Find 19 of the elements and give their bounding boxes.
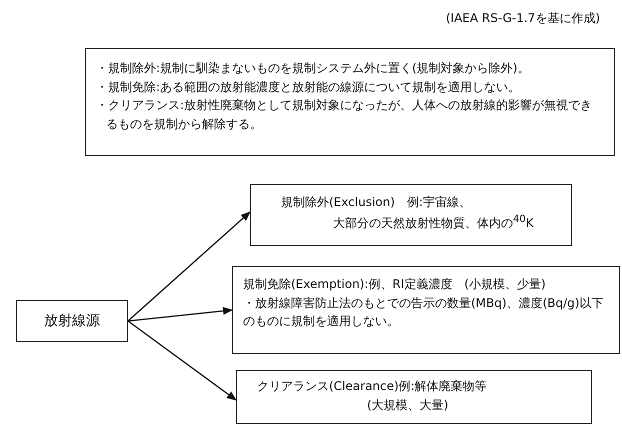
box-text: ・規制免除:ある範囲の放射能濃度と放射能の線源について規制を適用しない。 bbox=[96, 78, 522, 96]
arrow bbox=[128, 320, 237, 401]
box-text: 放射線源 bbox=[43, 312, 101, 331]
box-text: ・規制除外:規制に馴染まないものを規制システム外に置く(規制対象から除外)。 bbox=[96, 60, 530, 77]
box-text: クリアランス(Clearance)例:解体廃棄物等 bbox=[257, 378, 488, 395]
box-text: (大規模、大量) bbox=[366, 396, 450, 414]
box-text: ・クリアランス:放射性廃棄物として規制対象になったが、人体への放射線的影響が無視できるものを規制から解除する。 bbox=[96, 97, 594, 133]
arrow bbox=[128, 211, 251, 322]
arrow bbox=[128, 306, 233, 322]
box-text: 大部分の天然放射性物質、体内の$^{40}$K bbox=[332, 212, 535, 232]
text-box bbox=[236, 370, 592, 424]
text-box bbox=[250, 184, 572, 246]
source-note: (IAEA RS-G-1.7を基に作成) bbox=[446, 10, 600, 27]
text-box bbox=[85, 48, 615, 156]
text-box bbox=[232, 266, 620, 354]
box-text: ・放射線障害防止法のもとでの告示の数量(MBq)、濃度(Bq/g)以下のものに規制を適用しない。 bbox=[243, 294, 604, 330]
source-box bbox=[16, 300, 128, 342]
box-text: 規制除外(Exclusion) 例:宇宙線、 bbox=[281, 194, 472, 211]
box-text: 規制免除(Exemption):例、RI定義濃度 (小規模、少量) bbox=[243, 276, 547, 293]
